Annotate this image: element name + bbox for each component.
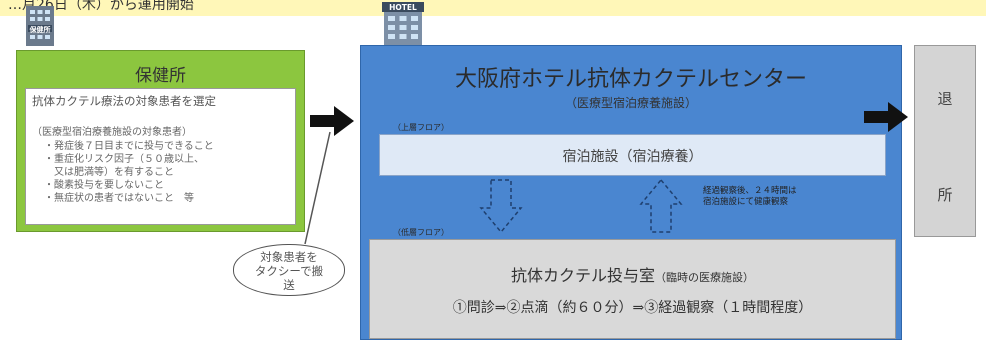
observation-note: 経過観察後、２４時間は 宿泊施設にて健康観察 [703,186,797,208]
health-center-icon-label: 保健所 [29,26,51,34]
criteria-item: ・無症状の患者ではないこと 等 [44,193,194,204]
criteria-item: ・酸素投与を要しないこと [44,180,164,191]
patient-selection-panel: 抗体カクテル療法の対象患者を選定 （医療型宿泊療養施設の対象患者） ・発症後７日… [25,88,296,225]
callout-pointer [304,131,331,245]
treatment-steps: ①問診⇒②点滴（約６０分）⇒③経過観察（１時間程度） [452,300,813,316]
selection-heading: 抗体カクテル療法の対象患者を選定 [32,94,216,108]
hotel-icon-label: HOTEL [389,3,417,12]
callout-text: 対象患者を タクシーで搬 送 [234,250,344,292]
upper-floor-label: （上層フロア） [393,123,449,132]
callout-line: 対象患者を [260,250,318,264]
hotel-building-icon: HOTEL [380,2,426,46]
health-center-box: 保健所 抗体カクテル療法の対象患者を選定 （医療型宿泊療養施設の対象患者） ・発… [16,50,305,232]
dashed-up-arrow-icon [639,178,683,233]
banner-text: …月26日（木）から運用開始 [8,0,194,13]
callout-line: 送 [283,278,295,292]
criteria-item: ・重症化リスク因子（５０歳以上、 [44,154,204,165]
center-title: 大阪府ホテル抗体カクテルセンター [454,67,807,92]
admin-room-note: （臨時の医療施設） [655,271,754,284]
callout-line: タクシーで搬 [254,264,324,278]
transport-callout: 対象患者を タクシーで搬 送 [233,244,345,296]
lower-floor-label: （低層フロア） [393,228,449,237]
announcement-banner: …月26日（木）から運用開始 [0,0,986,16]
criteria-item: 又は肥満等）を有すること [44,167,174,178]
discharge-char: 所 [937,186,953,204]
antibody-center-box: 大阪府ホテル抗体カクテルセンター （医療型宿泊療養施設） （上層フロア） 宿泊施… [360,45,902,340]
administration-room-box: 抗体カクテル投与室（臨時の医療施設） ①問診⇒②点滴（約６０分）⇒③経過観察（１… [369,239,896,339]
discharge-char: 退 [937,90,953,108]
dashed-down-arrow-icon [479,179,523,234]
health-center-title: 保健所 [135,66,186,86]
health-center-building-icon: 保健所 [22,6,58,46]
lodging-label: 宿泊施設（宿泊療養） [562,149,703,165]
observation-note-line: 宿泊施設にて健康観察 [703,197,789,207]
arrow-right-icon [864,102,908,132]
arrow-right-icon [310,106,354,136]
admin-room-label: 抗体カクテル投与室 [510,266,655,285]
criteria-title: （医療型宿泊療養施設の対象患者） [32,127,192,138]
criteria-item: ・発症後７日目までに投与できること [44,141,214,152]
discharge-box: 退 所 [914,45,976,237]
lodging-facility-box: 宿泊施設（宿泊療養） [379,134,886,176]
center-subtitle: （医療型宿泊療養施設） [564,96,697,110]
observation-note-line: 経過観察後、２４時間は [703,186,797,196]
admin-room-title: 抗体カクテル投与室（臨時の医療施設） [370,262,895,286]
